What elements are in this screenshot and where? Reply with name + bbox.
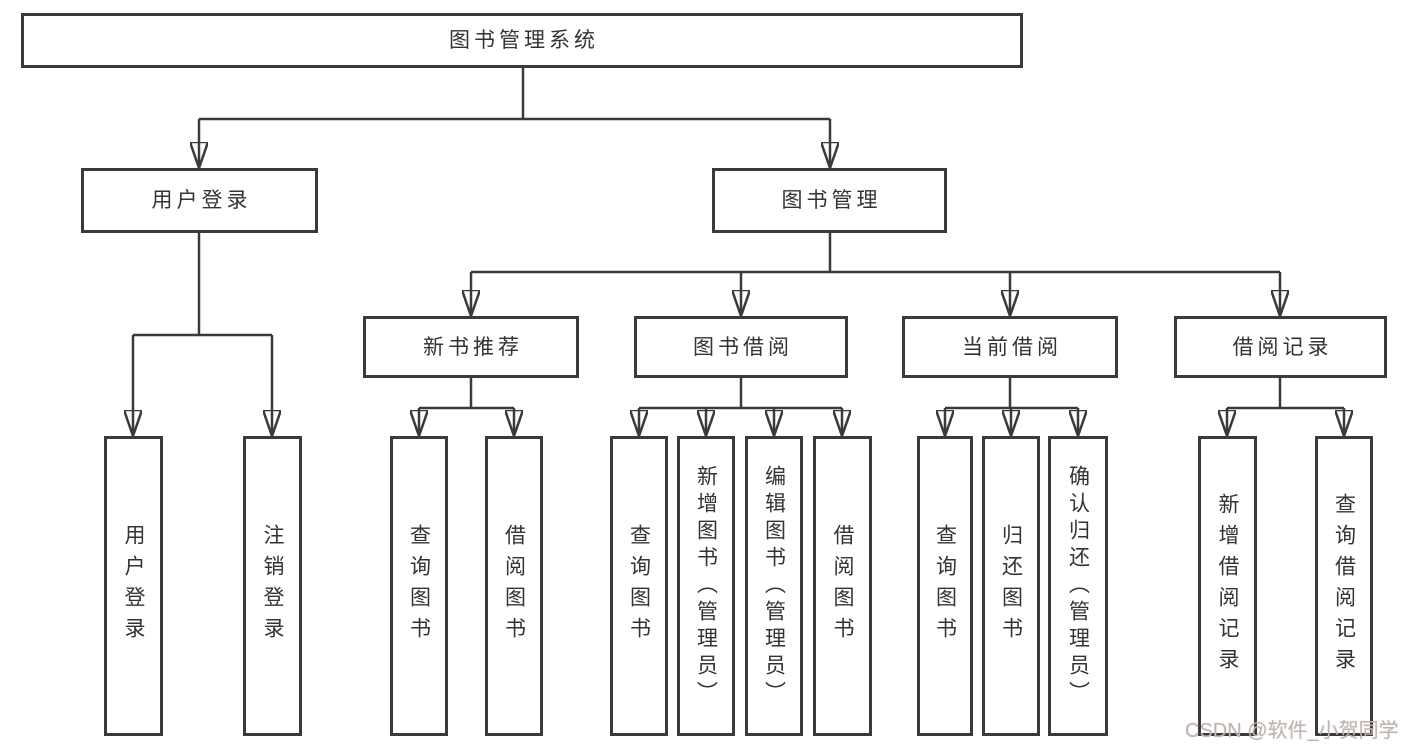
node-user-login: 用户登录 bbox=[81, 168, 318, 233]
connector-book-borrow-branch bbox=[639, 378, 842, 410]
connector-borrow-records-branch bbox=[1227, 378, 1344, 410]
node-new-book-recommend: 新书推荐 bbox=[363, 316, 579, 378]
leaf-add-books: 新增图书（管理员） bbox=[677, 436, 735, 736]
connector-book-mgmt-branch bbox=[471, 233, 1280, 274]
connector-user-login-branch bbox=[133, 233, 272, 337]
node-current-borrow: 当前借阅 bbox=[902, 316, 1118, 378]
leaf-return-books: 归还图书 bbox=[982, 436, 1040, 736]
leaf-borrow-books-1: 借阅图书 bbox=[485, 436, 543, 736]
leaf-user-login: 用户登录 bbox=[104, 436, 163, 736]
leaf-query-borrow-record: 查询借阅记录 bbox=[1315, 436, 1373, 736]
leaf-query-books-3: 查询图书 bbox=[917, 436, 973, 736]
node-borrow-records: 借阅记录 bbox=[1174, 316, 1387, 378]
node-book-borrow: 图书借阅 bbox=[634, 316, 848, 378]
leaf-query-books-2: 查询图书 bbox=[610, 436, 668, 736]
connector-root-to-level2 bbox=[199, 68, 830, 121]
connector-new-book-branch bbox=[419, 378, 514, 410]
leaf-logout: 注销登录 bbox=[243, 436, 302, 736]
csdn-watermark: CSDN @软件_小贺同学 bbox=[1185, 720, 1399, 742]
leaf-confirm-return: 确认归还（管理员） bbox=[1048, 436, 1108, 736]
connector-current-borrow-branch bbox=[945, 378, 1078, 410]
node-book-mgmt: 图书管理 bbox=[712, 168, 947, 233]
leaf-query-books-1: 查询图书 bbox=[390, 436, 448, 736]
node-root: 图书管理系统 bbox=[21, 13, 1023, 68]
leaf-add-borrow-record: 新增借阅记录 bbox=[1198, 436, 1257, 736]
leaf-edit-books: 编辑图书（管理员） bbox=[745, 436, 803, 736]
leaf-borrow-books-2: 借阅图书 bbox=[813, 436, 872, 736]
